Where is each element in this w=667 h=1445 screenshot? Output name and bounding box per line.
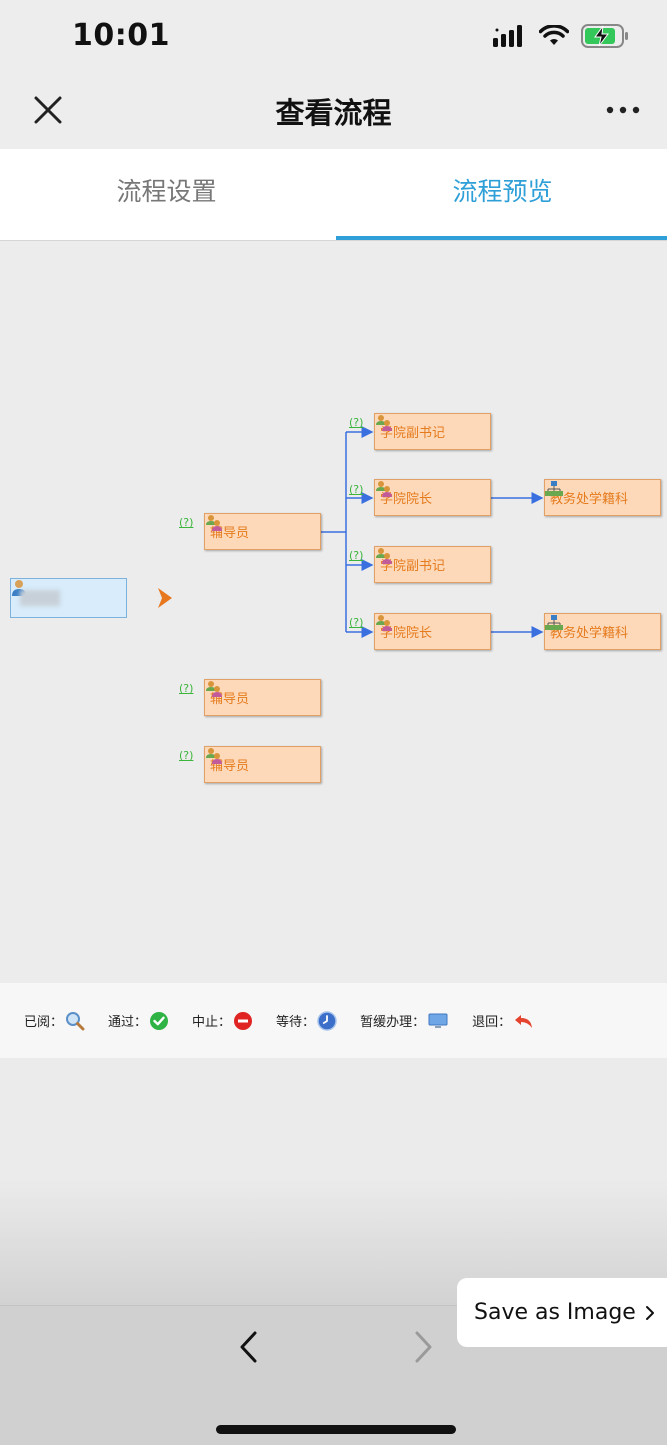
nav-bar: 查看流程 — [0, 74, 667, 149]
status-legend: 已阅： 通过： 中止： 等待： 暂缓办理： 退回： — [0, 983, 667, 1058]
check-circle-icon — [150, 1011, 169, 1030]
legend-returned: 退回： — [472, 1011, 535, 1031]
flow-node-dean[interactable]: 学院院长 — [374, 613, 491, 650]
legend-deferred: 暂缓办理： — [360, 1011, 449, 1031]
magnifier-icon — [66, 1011, 85, 1030]
question-mark[interactable]: (?) — [179, 516, 194, 529]
monitor-icon — [428, 1013, 448, 1028]
question-mark[interactable]: (?) — [349, 549, 364, 562]
flow-node-registrar[interactable]: 教务处学籍科 — [544, 613, 661, 650]
orange-chevron-icon — [158, 588, 172, 608]
save-as-image-button[interactable]: Save as Image — [457, 1278, 667, 1347]
back-arrow-icon[interactable] — [234, 1328, 264, 1366]
return-arrow-icon — [515, 1014, 533, 1028]
group-icon — [376, 481, 392, 497]
signal-icon — [493, 25, 522, 47]
flow-node-deputy-secretary[interactable]: 学院副书记 — [374, 546, 491, 583]
chevron-right-icon — [645, 1305, 654, 1320]
node-label: 教务处学籍科 — [550, 492, 629, 507]
flow-node-counselor[interactable]: 辅导员 — [204, 679, 321, 716]
flow-node-registrar[interactable]: 教务处学籍科 — [544, 479, 661, 516]
status-time: 10:01 — [72, 18, 170, 53]
question-mark[interactable]: (?) — [349, 483, 364, 496]
tab-flow-settings[interactable]: 流程设置 — [116, 177, 217, 206]
clock-icon — [317, 1010, 337, 1031]
legend-read: 已阅： — [24, 1011, 85, 1031]
group-icon — [376, 415, 392, 431]
legend-waiting: 等待： — [276, 1010, 337, 1031]
flow-node-counselor[interactable]: 辅导员 — [204, 746, 321, 783]
question-mark[interactable]: (?) — [179, 682, 194, 695]
save-as-image-label: Save as Image — [474, 1300, 636, 1325]
flow-node-deputy-secretary[interactable]: 学院副书记 — [374, 413, 491, 450]
legend-approved: 通过： — [108, 1011, 169, 1031]
page-title: 查看流程 — [275, 96, 392, 130]
node-label: 学院院长 — [380, 626, 433, 641]
org-chart-icon — [545, 481, 563, 496]
node-label: 学院院长 — [380, 492, 433, 507]
group-icon — [206, 748, 222, 764]
flow-node-dean[interactable]: 学院院长 — [374, 479, 491, 516]
flow-node-counselor[interactable]: 辅导员 — [204, 513, 321, 550]
flow-diagram: (?) (?) (?) (?) (?) (?) (?) 辅导员 辅导员 辅导员 … — [0, 241, 667, 983]
node-label: 学院副书记 — [380, 426, 446, 441]
group-icon — [206, 681, 222, 697]
status-icons — [493, 24, 629, 48]
forward-arrow-icon[interactable] — [408, 1328, 438, 1366]
status-bar: 10:01 — [0, 0, 667, 74]
legend-label: 暂缓办理： — [360, 1015, 426, 1030]
tab-bar: 流程设置 流程预览 — [0, 149, 667, 241]
legend-label: 通过： — [108, 1015, 148, 1030]
flow-connectors — [158, 426, 544, 638]
close-icon[interactable] — [30, 92, 66, 128]
legend-label: 等待： — [276, 1015, 316, 1030]
active-tab-indicator — [336, 236, 667, 240]
tab-flow-preview[interactable]: 流程预览 — [452, 177, 553, 206]
more-icon[interactable] — [605, 94, 641, 126]
legend-label: 退回： — [472, 1015, 512, 1030]
legend-label: 中止： — [192, 1015, 232, 1030]
question-mark[interactable]: (?) — [179, 749, 194, 762]
home-indicator — [216, 1425, 456, 1434]
legend-label: 已阅： — [24, 1015, 64, 1030]
node-label: 学院副书记 — [380, 559, 446, 574]
wifi-icon — [539, 25, 569, 45]
group-icon — [376, 615, 392, 631]
group-icon — [376, 548, 392, 564]
start-node[interactable] — [10, 578, 127, 618]
stop-icon — [234, 1011, 253, 1030]
node-label: 教务处学籍科 — [550, 626, 629, 641]
blurred-name — [20, 590, 60, 606]
question-mark[interactable]: (?) — [349, 616, 364, 629]
org-chart-icon — [545, 615, 563, 630]
question-mark[interactable]: (?) — [349, 416, 364, 429]
group-icon — [206, 515, 222, 531]
battery-charging-icon — [581, 24, 628, 48]
legend-stopped: 中止： — [192, 1011, 253, 1031]
